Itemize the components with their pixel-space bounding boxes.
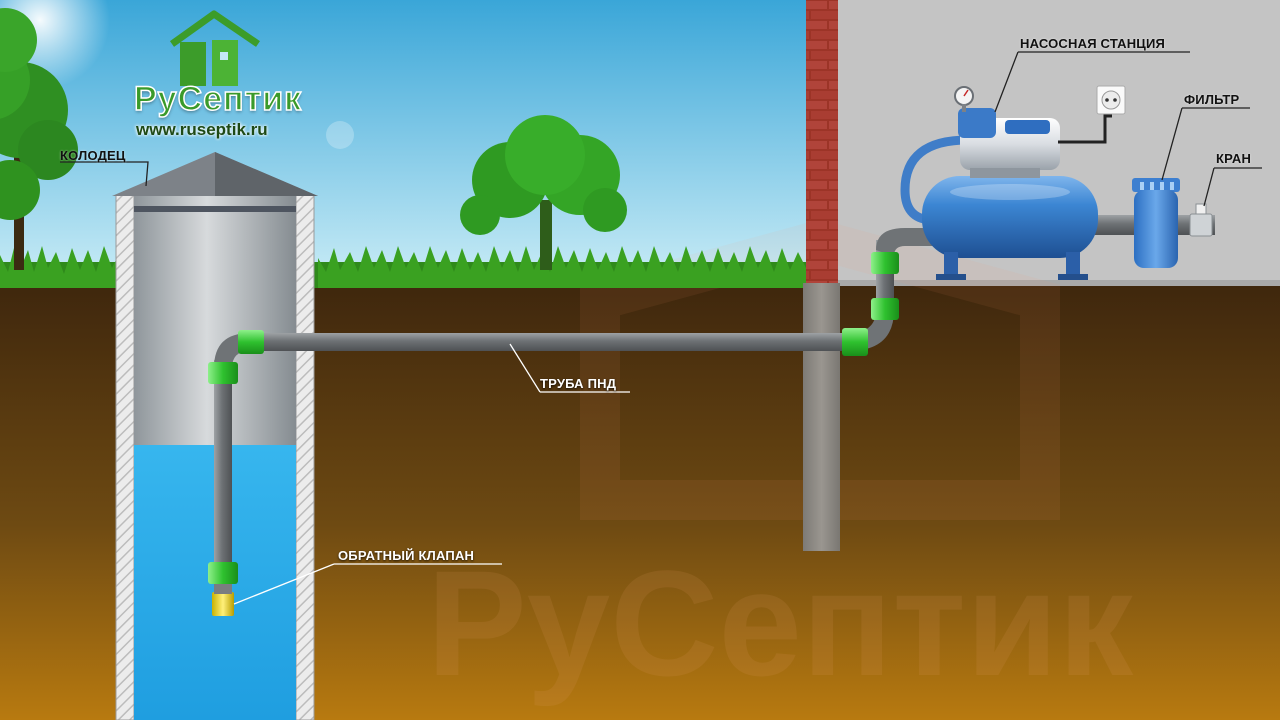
label-pipe: ТРУБА ПНД: [540, 376, 617, 391]
foundation: [803, 283, 840, 551]
logo-name: РуСептик: [133, 79, 303, 119]
pump-hose: [900, 135, 969, 225]
water-filter: [1132, 178, 1180, 268]
label-check-valve: ОБРАТНЫЙ КЛАПАН: [338, 548, 475, 563]
brick-wall: [806, 0, 838, 283]
watermark-text: РуСептик: [427, 539, 1134, 707]
tree-middle: [460, 115, 627, 270]
pump-station: [900, 86, 1112, 280]
leader-lines: [60, 51, 1262, 605]
power-socket-icon: [1096, 85, 1126, 115]
tree-left: [0, 8, 78, 270]
basement-floor: [838, 280, 1280, 286]
power-cable: [1058, 114, 1112, 144]
check-valve: [212, 592, 234, 616]
logo-url[interactable]: www.ruseptik.ru: [136, 120, 268, 139]
label-pump-station: НАСОСНАЯ СТАНЦИЯ: [1020, 36, 1166, 51]
label-tap: КРАН: [1216, 151, 1252, 166]
label-well: КОЛОДЕЦ: [60, 148, 126, 163]
hydro-tank: [922, 176, 1098, 258]
pipe-fittings: [208, 252, 899, 584]
well-wall-right: [295, 194, 315, 720]
well: [112, 152, 318, 720]
well-wall-left: [115, 194, 135, 720]
house-logo-icon: [169, 10, 260, 86]
tap-icon: [1189, 203, 1213, 237]
label-filter: ФИЛЬТР: [1184, 92, 1240, 107]
